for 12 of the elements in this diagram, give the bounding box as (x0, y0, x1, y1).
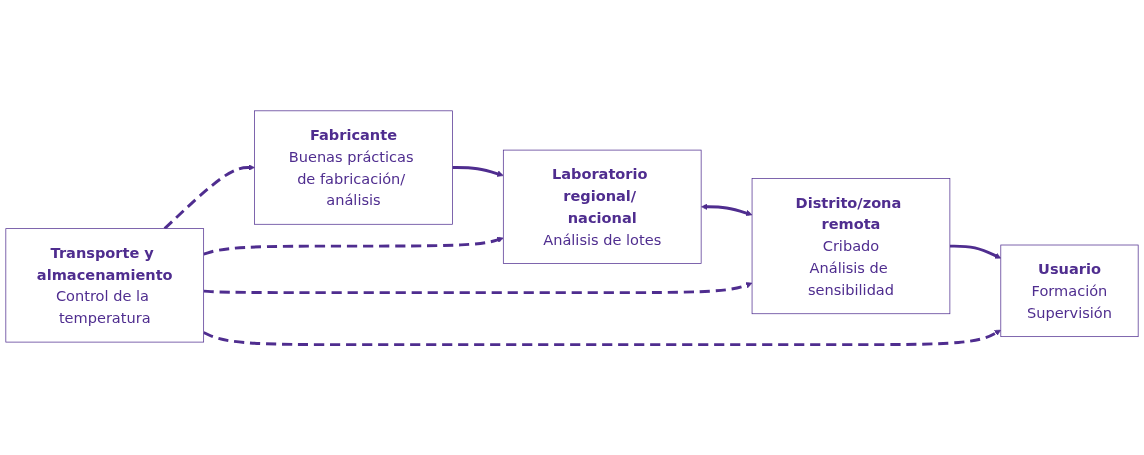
arrow (203, 281, 753, 294)
node-box: Transporte y almacenamiento Control de la temperatura (5, 228, 205, 343)
node-box: Usuario Formación Supervisión (1000, 244, 1139, 337)
node-box: Laboratorio regional/ nacional Análisis de lotes (502, 149, 702, 264)
arrow (163, 164, 255, 230)
arrow (452, 165, 504, 177)
arrow (949, 244, 1002, 259)
arrow (203, 236, 504, 256)
arrow (701, 203, 753, 216)
node-box: Fabricante Buenas prácticas de fabricación/ análisis (254, 110, 453, 225)
arrow (203, 329, 1002, 346)
node-box: Distrito/zona remota Cribado Análisis de sensibilidad (751, 177, 951, 314)
